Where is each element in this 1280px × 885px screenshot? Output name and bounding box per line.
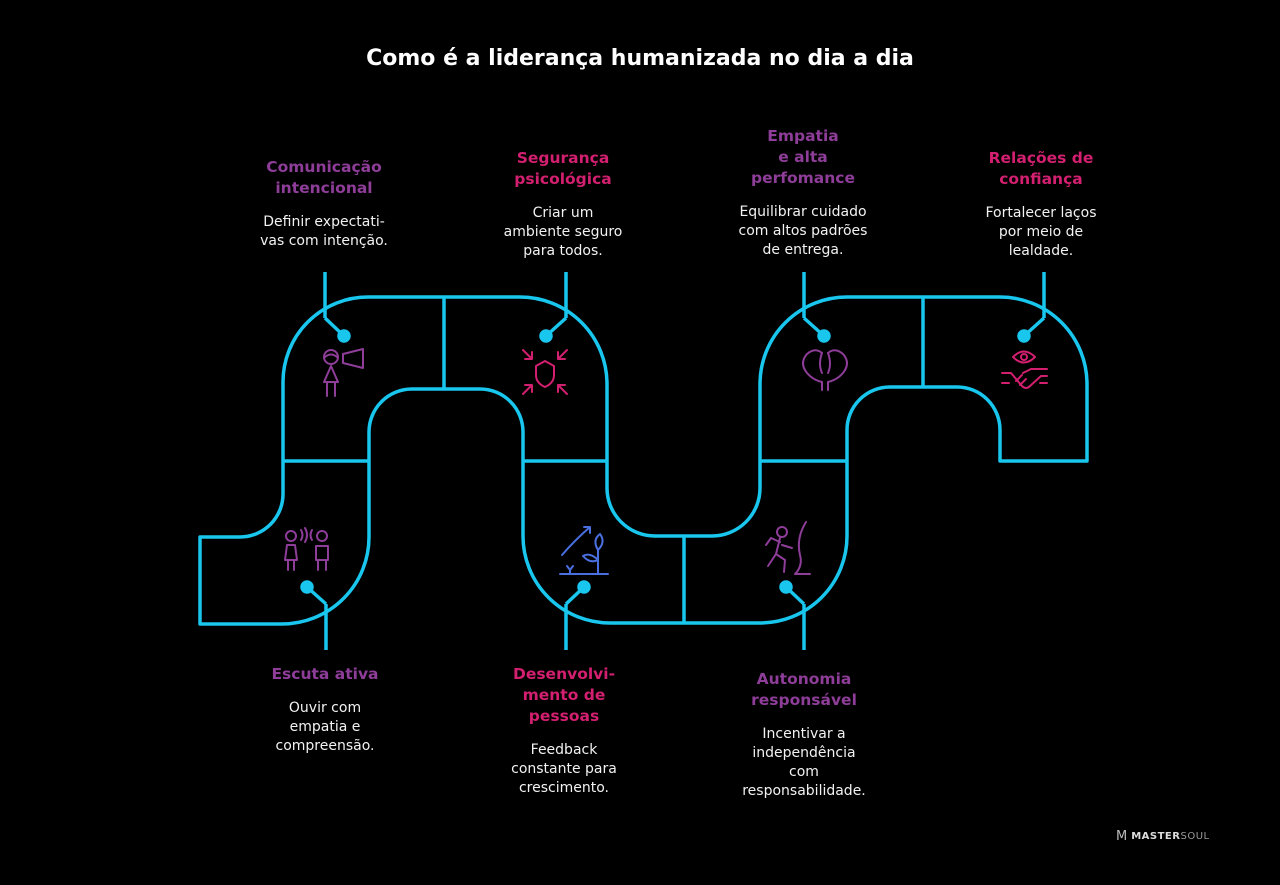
step-relacoes: Relações de confiança Fortalecer laços p…: [946, 148, 1136, 261]
step-description: Ouvir com empatia e compreensão.: [275, 700, 375, 754]
connector-seguranca: [539, 272, 568, 343]
connector-autonomia: [779, 580, 806, 650]
step-description: Incentivar a independência com responsab…: [742, 726, 866, 799]
step-empatia: Empatia e alta perfomance Equilibrar cui…: [708, 126, 898, 260]
shield-icon: [522, 349, 568, 395]
connector-empatia: [802, 272, 831, 343]
climber-icon: [765, 521, 811, 575]
step-escuta: Escuta ativa Ouvir com empatia e compree…: [230, 664, 420, 756]
connector-escuta: [300, 580, 328, 650]
step-heading: Autonomia responsável: [751, 670, 857, 709]
step-description: Definir expectati- vas com intenção.: [260, 214, 388, 249]
track-outer-edge: [198, 295, 1089, 626]
step-heading: Desenvolvi- mento de pessoas: [512, 665, 616, 725]
connector-desenvolvimento: [564, 580, 591, 650]
step-description: Equilibrar cuidado com altos padrões de …: [738, 204, 868, 258]
step-heading: Empatia e alta perfomance: [751, 127, 855, 187]
growth-chart-icon: [559, 526, 609, 575]
mastersoul-logo: Ⅿ MASTERSOUL: [1116, 829, 1210, 844]
connector-comunicacao: [323, 272, 351, 343]
step-heading: Relações de confiança: [988, 149, 1094, 188]
step-description: Feedback constante para crescimento.: [511, 742, 617, 796]
step-heading: Escuta ativa: [271, 665, 379, 683]
logo-mark-icon: Ⅿ: [1116, 829, 1128, 844]
step-autonomia: Autonomia responsável Incentivar a indep…: [709, 669, 899, 801]
logo-text: MASTERSOUL: [1131, 831, 1210, 842]
step-heading: Comunicação intencional: [266, 158, 382, 197]
step-seguranca: Segurança psicológica Criar um ambiente …: [468, 148, 658, 261]
step-description: Fortalecer laços por meio de lealdade.: [985, 205, 1097, 259]
listening-people-icon: [284, 527, 329, 571]
connector-relacoes: [1017, 272, 1046, 343]
step-desenvolvimento: Desenvolvi- mento de pessoas Feedback co…: [469, 664, 659, 798]
step-heading: Segurança psicológica: [514, 149, 612, 188]
two-heads-icon: [802, 349, 848, 391]
megaphone-person-icon: [323, 348, 364, 397]
handshake-eye-icon: [1001, 350, 1048, 389]
page-title: Como é a liderança humanizada no dia a d…: [366, 46, 914, 71]
step-comunicacao: Comunicação intencional Definir expectat…: [229, 157, 419, 251]
step-description: Criar um ambiente seguro para todos.: [503, 205, 623, 259]
